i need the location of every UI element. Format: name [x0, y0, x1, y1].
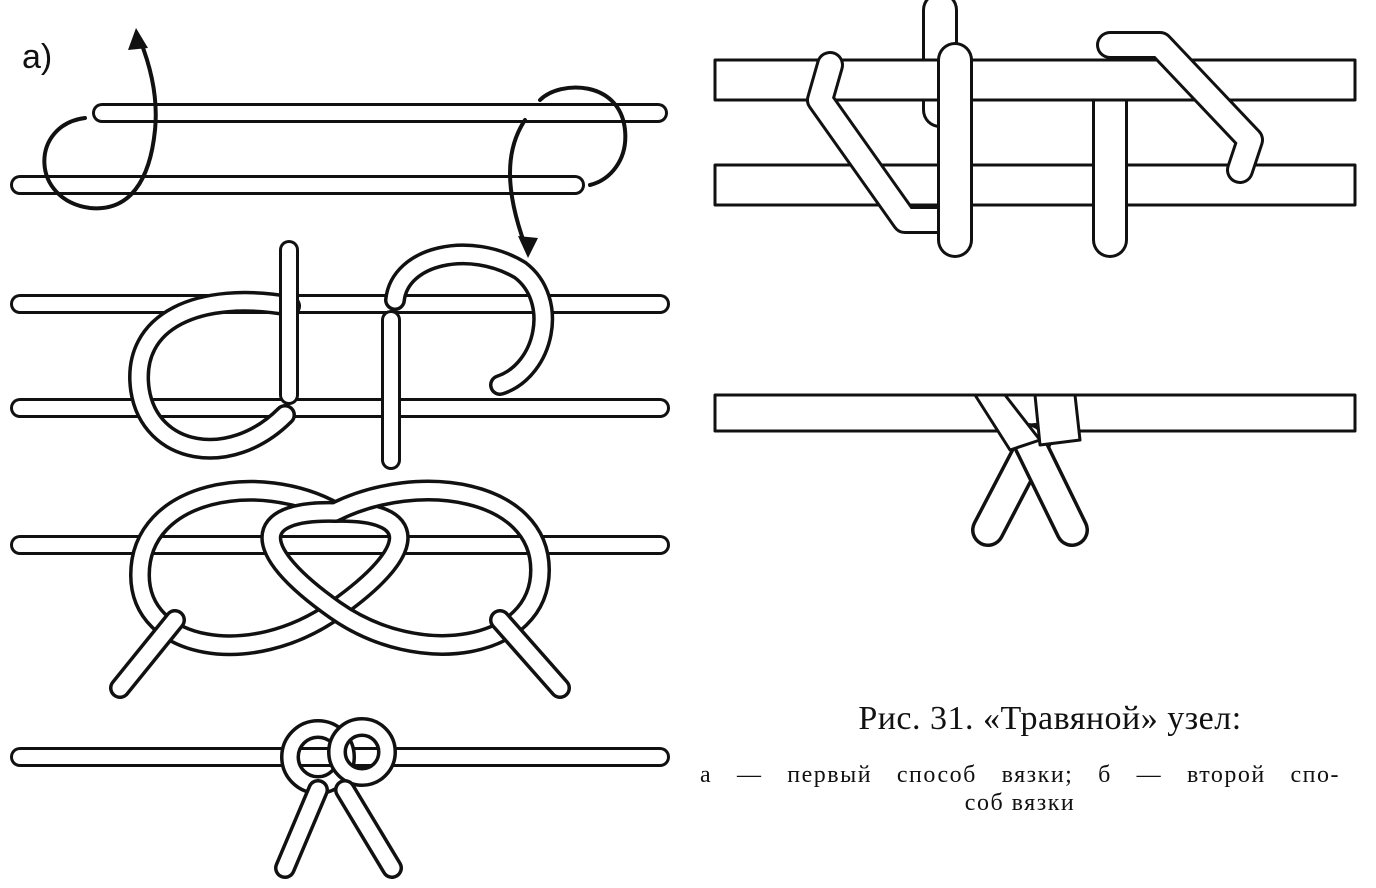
step-1-ropes: [10, 103, 668, 195]
figure-caption-line-2: соб вязки: [964, 790, 1076, 816]
arrow-heads: [128, 28, 538, 258]
step-3-knot: [10, 479, 670, 699]
method-b-loose: [713, 0, 1357, 258]
figure-caption-line-1: а — первый способ вязки; б — второй спо-: [700, 762, 1340, 788]
method-b-tight: [713, 393, 1357, 547]
step-2-knot: [10, 240, 670, 470]
panel-label: а): [22, 38, 53, 76]
figure-caption-title: Рис. 31. «Травяной» узел:: [858, 700, 1242, 737]
step-1-arrows: [42, 38, 628, 247]
step-4-knot: [10, 717, 670, 879]
